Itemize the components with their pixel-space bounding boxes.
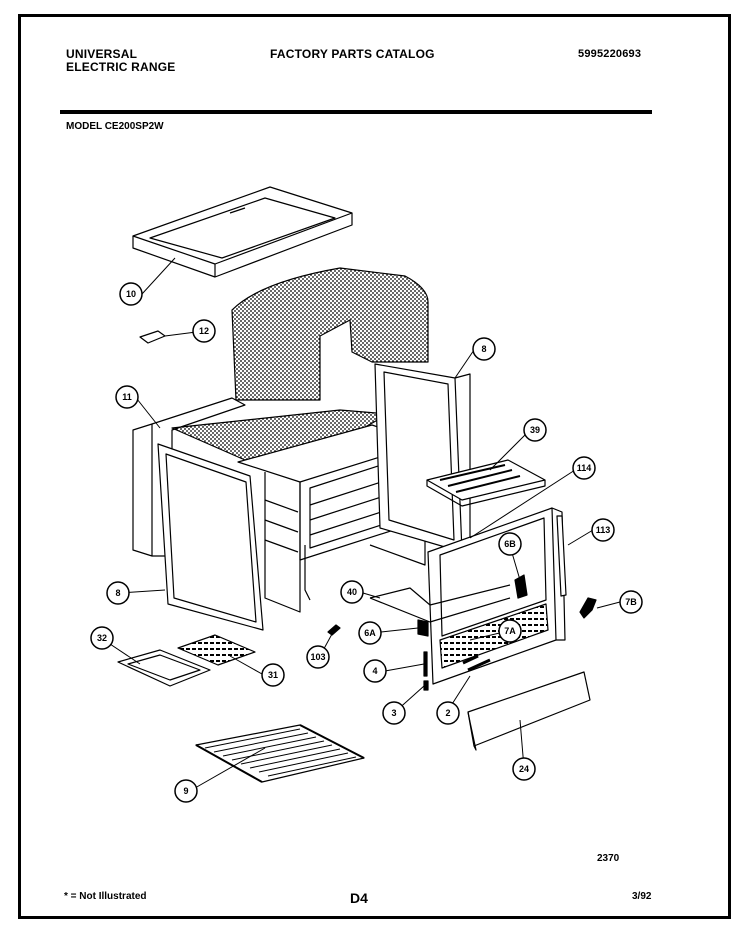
svg-text:11: 11 (122, 392, 132, 402)
brand-block: UNIVERSAL ELECTRIC RANGE (66, 48, 175, 74)
callout-9: 9 (174, 779, 198, 803)
svg-text:32: 32 (97, 633, 107, 643)
part-4-pin (423, 651, 428, 677)
part-cooktop-tray (132, 186, 353, 278)
part-6a-clip (417, 619, 429, 637)
svg-text:40: 40 (347, 587, 357, 597)
part-rear-panel (374, 363, 471, 553)
part-bake-element (369, 584, 511, 623)
svg-text:7A: 7A (504, 626, 516, 636)
callout-39: 39 (523, 418, 547, 442)
part-vent-plate (426, 459, 546, 507)
part-broiler-pan (117, 649, 211, 687)
svg-text:9: 9 (183, 786, 188, 796)
callout-114: 114 (572, 456, 596, 480)
part-kick-panel (467, 671, 591, 751)
part-clip (139, 330, 166, 344)
part-hinge-rod (556, 515, 567, 597)
header-rule (60, 110, 652, 114)
svg-text:6A: 6A (364, 628, 376, 638)
svg-text:12: 12 (199, 326, 209, 336)
callout-12: 12 (192, 319, 216, 343)
svg-text:6B: 6B (504, 539, 516, 549)
svg-text:4: 4 (372, 666, 377, 676)
callout-11: 11 (115, 385, 139, 409)
callout-31: 31 (261, 663, 285, 687)
part-front-frame (157, 443, 264, 631)
callout-24: 24 (512, 757, 536, 781)
callouts: 10 12 11 8 39 114 113 6B 7B 40 8 6A 7A 1… (90, 282, 643, 803)
svg-text:8: 8 (115, 588, 120, 598)
callout-32: 32 (90, 626, 114, 650)
model-label: MODEL CE200SP2W (66, 121, 164, 132)
part-3-bolt (423, 680, 429, 691)
svg-text:103: 103 (310, 652, 325, 662)
part-hinge-bracket (579, 597, 597, 619)
part-103-screw (327, 624, 341, 636)
callout-113: 113 (591, 518, 615, 542)
callout-103: 103 (306, 645, 330, 669)
svg-text:7B: 7B (625, 597, 637, 607)
callout-40: 40 (340, 580, 364, 604)
callout-8-left: 8 (106, 581, 130, 605)
page-border (18, 14, 731, 919)
not-illustrated-note: * = Not Illustrated (64, 891, 147, 902)
brand-line-2: ELECTRIC RANGE (66, 60, 176, 74)
svg-text:113: 113 (596, 525, 611, 535)
svg-text:8: 8 (481, 344, 486, 354)
catalog-number: 5995220693 (578, 48, 642, 60)
callout-8-top: 8 (472, 337, 496, 361)
callout-3: 3 (382, 701, 406, 725)
callout-7a: 7A (498, 619, 522, 643)
revision-date: 3/92 (632, 891, 652, 902)
part-broiler-grid (177, 634, 256, 666)
callout-2: 2 (436, 701, 460, 725)
callout-7b: 7B (619, 590, 643, 614)
brand-line-1: UNIVERSAL (66, 47, 138, 61)
diagram-code: 2370 (597, 853, 620, 864)
callout-6a: 6A (358, 621, 382, 645)
callout-10: 10 (119, 282, 143, 306)
svg-text:39: 39 (530, 425, 540, 435)
part-oven-rack (195, 724, 365, 783)
part-insulation-blanket (171, 267, 429, 461)
page-code: D4 (350, 890, 368, 906)
callout-4: 4 (363, 659, 387, 683)
callout-6b: 6B (498, 532, 522, 556)
svg-text:31: 31 (268, 670, 278, 680)
svg-text:3: 3 (391, 708, 396, 718)
svg-text:114: 114 (577, 463, 592, 473)
svg-text:10: 10 (126, 289, 136, 299)
svg-text:2: 2 (445, 708, 450, 718)
svg-text:24: 24 (519, 764, 529, 774)
catalog-title: FACTORY PARTS CATALOG (270, 47, 435, 61)
